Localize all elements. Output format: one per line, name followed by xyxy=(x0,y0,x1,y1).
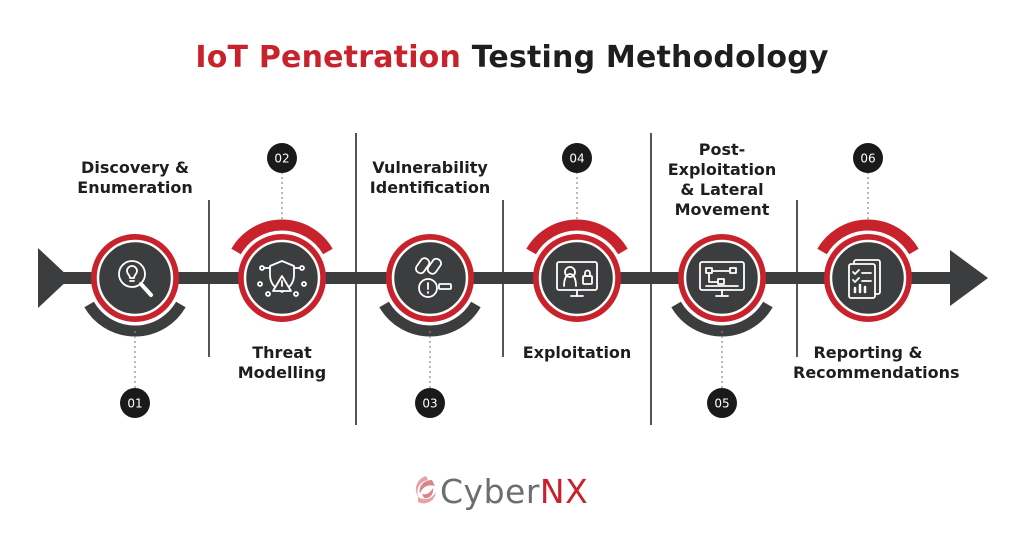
step-label-04: Exploitation xyxy=(502,343,652,363)
step-inner-disc xyxy=(538,239,616,317)
step-label-line: Modelling xyxy=(237,363,327,382)
step-label-line: Vulnerability xyxy=(372,158,488,177)
step-inner-disc xyxy=(96,239,174,317)
brand-first: Cyber xyxy=(440,472,540,511)
step-number-badge xyxy=(562,143,592,173)
cybernx-logo-icon xyxy=(415,476,436,504)
step-label-line: Post- xyxy=(698,140,746,159)
step-number: 04 xyxy=(569,152,584,166)
step-node-03: 03 xyxy=(379,234,481,418)
step-node-05: 05 xyxy=(671,234,773,418)
step-arc xyxy=(526,219,628,255)
step-label-line: & Lateral xyxy=(680,180,764,199)
page-title: IoT Penetration Testing Methodology xyxy=(0,40,1024,75)
step-label-line: Exploitation xyxy=(522,343,632,362)
brand-name: CyberNX xyxy=(440,472,588,511)
step-label-line: Movement xyxy=(674,200,770,219)
step-arc xyxy=(817,219,919,255)
title-rest: Testing Methodology xyxy=(471,40,829,75)
step-label-line: Enumeration xyxy=(77,178,193,197)
step-number: 03 xyxy=(422,397,437,411)
step-label-line: Reporting & xyxy=(813,343,923,362)
step-label-line: Threat xyxy=(252,343,312,362)
step-node-02: 02 xyxy=(231,143,333,322)
shield-warning-icon xyxy=(257,260,307,297)
step-number: 05 xyxy=(714,397,729,411)
step-arc xyxy=(671,301,773,337)
step-number: 01 xyxy=(127,397,142,411)
title-accent: IoT Penetration xyxy=(195,40,462,75)
step-label-line: Identification xyxy=(369,178,491,197)
step-number-badge xyxy=(415,388,445,418)
step-number-badge xyxy=(120,388,150,418)
brand-second: NX xyxy=(539,472,589,511)
step-node-01: 01 xyxy=(84,234,186,418)
step-node-04: 04 xyxy=(526,143,628,322)
step-number-badge xyxy=(267,143,297,173)
broken-link-alert-icon xyxy=(414,257,452,298)
step-arc xyxy=(379,301,481,337)
step-label-line: Recommendations xyxy=(793,363,960,382)
step-label-line: Exploitation xyxy=(667,160,777,179)
step-inner-disc xyxy=(683,239,761,317)
timeline-arrowhead xyxy=(950,250,988,306)
step-arc xyxy=(84,301,186,337)
step-arc xyxy=(231,219,333,255)
step-number-badge xyxy=(853,143,883,173)
step-number-badge xyxy=(707,388,737,418)
step-label-line: Discovery & xyxy=(81,158,189,177)
step-node-06: 06 xyxy=(817,143,919,322)
report-checklist-icon xyxy=(848,259,881,299)
search-idea-icon xyxy=(118,260,153,297)
step-label-01: Discovery &Enumeration xyxy=(60,158,210,198)
hacker-monitor-lock-icon xyxy=(556,261,598,297)
network-monitor-icon xyxy=(699,261,745,297)
step-inner-disc xyxy=(391,239,469,317)
step-number: 02 xyxy=(274,152,289,166)
step-label-06: Reporting &Recommendations xyxy=(793,343,960,383)
step-number: 06 xyxy=(860,152,875,166)
timeline-tail xyxy=(38,248,70,308)
